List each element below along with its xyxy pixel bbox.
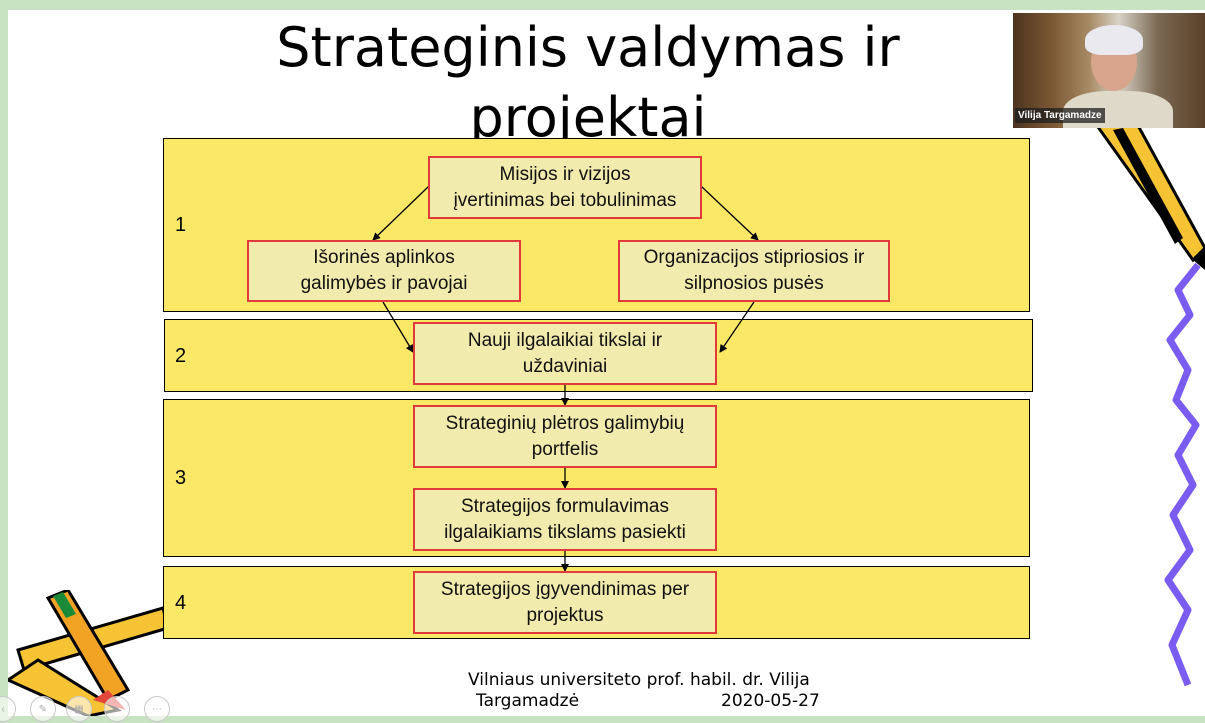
- slide-title-line-2: projektai: [469, 86, 707, 149]
- box-text: Strategijos įgyvendinimas per: [440, 578, 690, 600]
- box-external-environment: Išorinės aplinkos galimybės ir pavojai: [247, 240, 521, 302]
- participant-name-label: Vilija Targamadze: [1015, 108, 1105, 123]
- box-text: ilgalaikiams tikslams pasiekti: [444, 521, 686, 543]
- box-text: Organizacijos stipriosios ir: [643, 247, 865, 268]
- pencil-clipart-icon: [1091, 120, 1205, 270]
- stage-number-2: 2: [175, 345, 187, 367]
- pen-toolbar-icon[interactable]: ✎: [30, 696, 56, 722]
- zoom-icon[interactable]: ⌕: [104, 696, 130, 722]
- previous-slide-icon[interactable]: ‹: [0, 696, 16, 722]
- box-text: Išorinės aplinkos: [313, 247, 455, 268]
- box-organization-strengths: Organizacijos stipriosios ir silpnosios …: [618, 240, 890, 302]
- box-text: Strateginių plėtros galimybių: [445, 412, 685, 434]
- presentation-slide: Strateginis valdymas ir projektai 1 2 3 …: [8, 10, 1205, 716]
- more-options-icon[interactable]: ⋯: [144, 696, 170, 722]
- presentation-toolbar: ‹ ✎ ▦ ⌕ ⋯: [0, 696, 180, 722]
- box-text: portfelis: [531, 438, 599, 460]
- box-text: galimybės ir pavojai: [300, 273, 468, 294]
- arrow-external-goals: [382, 301, 414, 353]
- slides-grid-icon[interactable]: ▦: [66, 696, 92, 722]
- squiggle-clipart-icon: [1164, 262, 1201, 687]
- stage-number-3: 3: [175, 467, 187, 489]
- arrow-organization-goals: [719, 301, 755, 353]
- box-text: uždaviniai: [522, 355, 608, 377]
- stage-number-1: 1: [175, 214, 187, 236]
- box-development-portfolio: Strateginių plėtros galimybių portfelis: [413, 405, 717, 468]
- box-text: silpnosios pusės: [684, 273, 824, 294]
- arrow-mission-external: [372, 179, 436, 241]
- box-new-goals: Nauji ilgalaikiai tikslai ir uždaviniai: [413, 322, 717, 385]
- box-text: Strategijos formulavimas: [460, 495, 670, 517]
- flow-connectors: [372, 179, 759, 572]
- box-strategy-formulation: Strategijos formulavimas ilgalaikiams ti…: [413, 488, 717, 551]
- slide-footer: Vilniaus universiteto prof. habil. dr. V…: [468, 670, 848, 712]
- box-text: Nauji ilgalaikiai tikslai ir: [467, 329, 663, 351]
- footer-date: 2020-05-27: [721, 691, 820, 711]
- footer-author-surname: Targamadzė: [476, 691, 580, 711]
- participant-video[interactable]: Vilija Targamadze: [1013, 13, 1205, 128]
- box-strategy-implementation: Strategijos įgyvendinimas per projektus: [413, 571, 717, 634]
- box-text: įvertinimas bei tobulinimas: [453, 189, 677, 211]
- arrow-mission-organization: [694, 179, 759, 241]
- box-text: projektus: [526, 604, 604, 626]
- footer-author-line: Vilniaus universiteto prof. habil. dr. V…: [468, 670, 810, 690]
- participant-hair: [1085, 25, 1143, 55]
- slide-title-line-1: Strateginis valdymas ir: [276, 16, 900, 79]
- stage-number-4: 4: [175, 592, 187, 614]
- box-text: Misijos ir vizijos: [499, 163, 631, 185]
- box-mission-vision: Misijos ir vizijos įvertinimas bei tobul…: [428, 156, 702, 219]
